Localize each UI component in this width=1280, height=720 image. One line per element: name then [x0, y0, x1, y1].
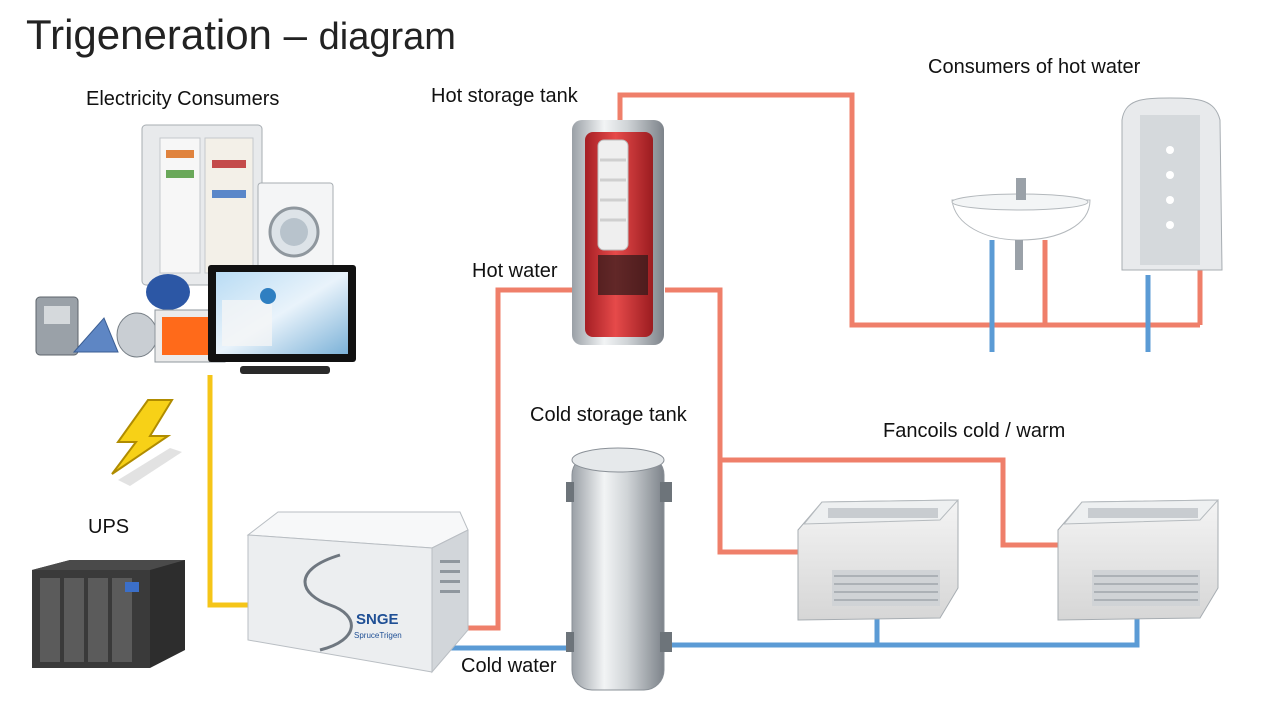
fancoil-1-icon: [797, 499, 960, 621]
svg-text:SNGE: SNGE: [356, 611, 399, 628]
hot-pipe-to-fancoil-2: [720, 457, 1060, 548]
ups-icon: [32, 560, 185, 668]
fancoil-2-icon: [1057, 499, 1220, 621]
cold-storage-tank-icon: [566, 447, 672, 691]
cogeneration-unit-icon: SNGE SpruceTrigen: [246, 511, 469, 674]
hot-storage-tank-icon: [572, 120, 664, 345]
title-dash: –: [283, 11, 307, 58]
label-cold-storage-tank: Cold storage tank: [530, 404, 687, 426]
hot-pipe-from-unit: [466, 287, 578, 631]
hot-pipe-to-consumers: [617, 92, 1200, 328]
power-line: [207, 375, 250, 608]
sink-icon: [951, 178, 1091, 270]
appliances-icon: [35, 124, 356, 374]
lightning-icon: [111, 399, 182, 486]
label-hot-storage-tank: Hot storage tank: [431, 85, 578, 107]
label-consumers-hot-water: Consumers of hot water: [928, 56, 1141, 78]
label-electricity-consumers: Electricity Consumers: [86, 88, 280, 110]
label-hot-water: Hot water: [472, 260, 558, 282]
label-ups: UPS: [88, 516, 130, 538]
title-sub: diagram: [318, 16, 456, 58]
label-cold-water: Cold water: [461, 655, 557, 677]
label-fancoils: Fancoils cold / warm: [883, 420, 1066, 442]
unit-brand-label: SNGE SpruceTrigen: [354, 611, 402, 640]
hot-water-pipes: [466, 92, 1203, 631]
shower-icon: [1121, 97, 1223, 271]
hot-pipe-to-fancoil-1: [665, 287, 800, 555]
title-main: Trigeneration: [26, 11, 272, 58]
cold-water-pipes: [430, 240, 1151, 651]
page-title: Trigeneration – diagram: [26, 11, 456, 58]
cold-pipe-tank-fancoil: [665, 612, 1140, 648]
svg-text:SpruceTrigen: SpruceTrigen: [354, 631, 402, 640]
